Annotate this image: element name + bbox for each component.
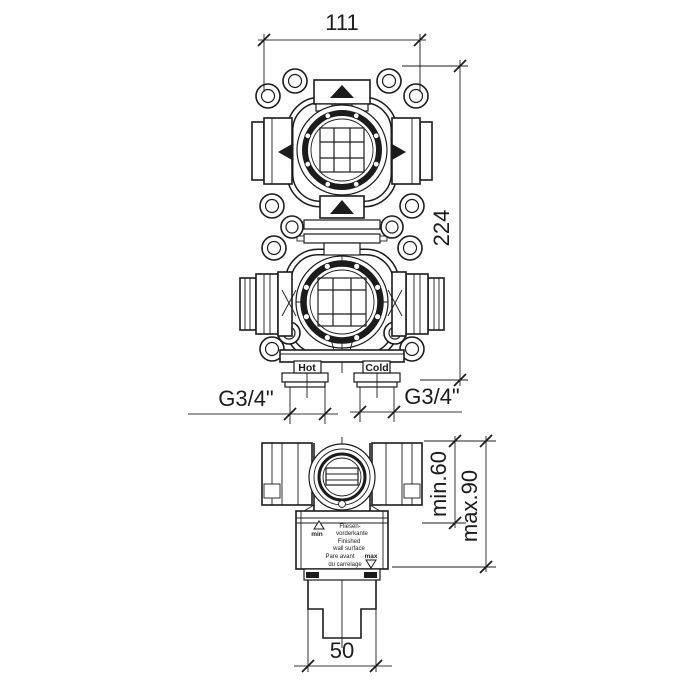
- screw-hole: [280, 215, 304, 239]
- screw-hole: [397, 235, 423, 261]
- wall-note-line: vorderkante: [336, 531, 368, 537]
- wall-note-line: wall surface: [332, 546, 365, 552]
- dim-depth-min: min.60: [422, 434, 496, 530]
- dim-depth-min-label: min.60: [426, 451, 451, 517]
- side-center-boss: [303, 443, 381, 512]
- cold-inlet: Cold: [353, 360, 401, 398]
- top-cap: [313, 79, 371, 112]
- flange-and-spindle: [303, 568, 381, 639]
- screw-hole: [399, 336, 425, 362]
- lower-left-port: [239, 271, 297, 337]
- dim-depth-max: max.90: [392, 434, 496, 574]
- hot-inlet: Hot: [281, 360, 329, 398]
- wall-note-line: Fliesen-: [339, 524, 360, 530]
- screw-hole: [259, 336, 285, 362]
- upper-cartridge: [296, 104, 388, 196]
- dim-bottom-width: 50: [294, 580, 392, 673]
- dim-height-224: 224: [402, 59, 468, 387]
- triangle-up-min-icon: [313, 520, 325, 530]
- lower-right-port: [387, 271, 445, 337]
- bottom-housing: Hot Cold: [279, 335, 405, 398]
- dim-width-label: 111: [325, 10, 358, 35]
- upper-left-port: [251, 117, 293, 185]
- wall-note-line: Finished: [338, 539, 361, 545]
- dim-height-label: 224: [429, 210, 454, 247]
- side-view: min Fliesen- vorderkante Finished wall s…: [261, 434, 496, 673]
- thread-left-label: G3/4": [218, 386, 274, 411]
- arrow-left-icon: [278, 144, 292, 160]
- dim-width-111: 111: [257, 10, 427, 92]
- arrow-up-icon: [330, 85, 354, 98]
- side-left-block: [261, 442, 313, 506]
- wall-note: min Fliesen- vorderkante Finished wall s…: [311, 520, 378, 569]
- wall-note-min: min: [311, 531, 323, 538]
- screw-hole: [259, 193, 285, 219]
- front-view: Hot Cold 111: [188, 10, 468, 424]
- dim-depth-max-label: max.90: [457, 470, 482, 542]
- wall-note-line: Pare avant: [325, 554, 354, 560]
- screw-hole: [399, 193, 425, 219]
- dim-bottom-width-label: 50: [330, 638, 354, 663]
- arrow-up-icon: [330, 200, 354, 214]
- dim-thread-left: G3/4": [188, 386, 338, 424]
- wall-bracket-box: min Fliesen- vorderkante Finished wall s…: [295, 510, 389, 570]
- arrow-right-icon: [392, 144, 406, 160]
- screw-hole: [376, 68, 402, 94]
- screw-hole: [282, 68, 308, 94]
- cold-label: Cold: [365, 362, 388, 374]
- triangle-down-max-icon: [365, 559, 377, 569]
- upper-right-port: [391, 117, 433, 185]
- thread-right-label: G3/4": [404, 384, 460, 409]
- screw-hole: [403, 83, 429, 109]
- wall-note-line: du carrelage: [328, 562, 362, 568]
- screw-hole: [255, 83, 281, 109]
- middle-connector: [296, 195, 388, 256]
- screw-hole: [261, 235, 287, 261]
- side-right-block: [371, 442, 423, 506]
- dim-thread-right: G3/4": [350, 384, 462, 422]
- hot-label: Hot: [298, 362, 316, 374]
- lower-cartridge: [295, 255, 389, 349]
- screw-hole: [380, 215, 404, 239]
- wall-note-max: max: [364, 553, 377, 560]
